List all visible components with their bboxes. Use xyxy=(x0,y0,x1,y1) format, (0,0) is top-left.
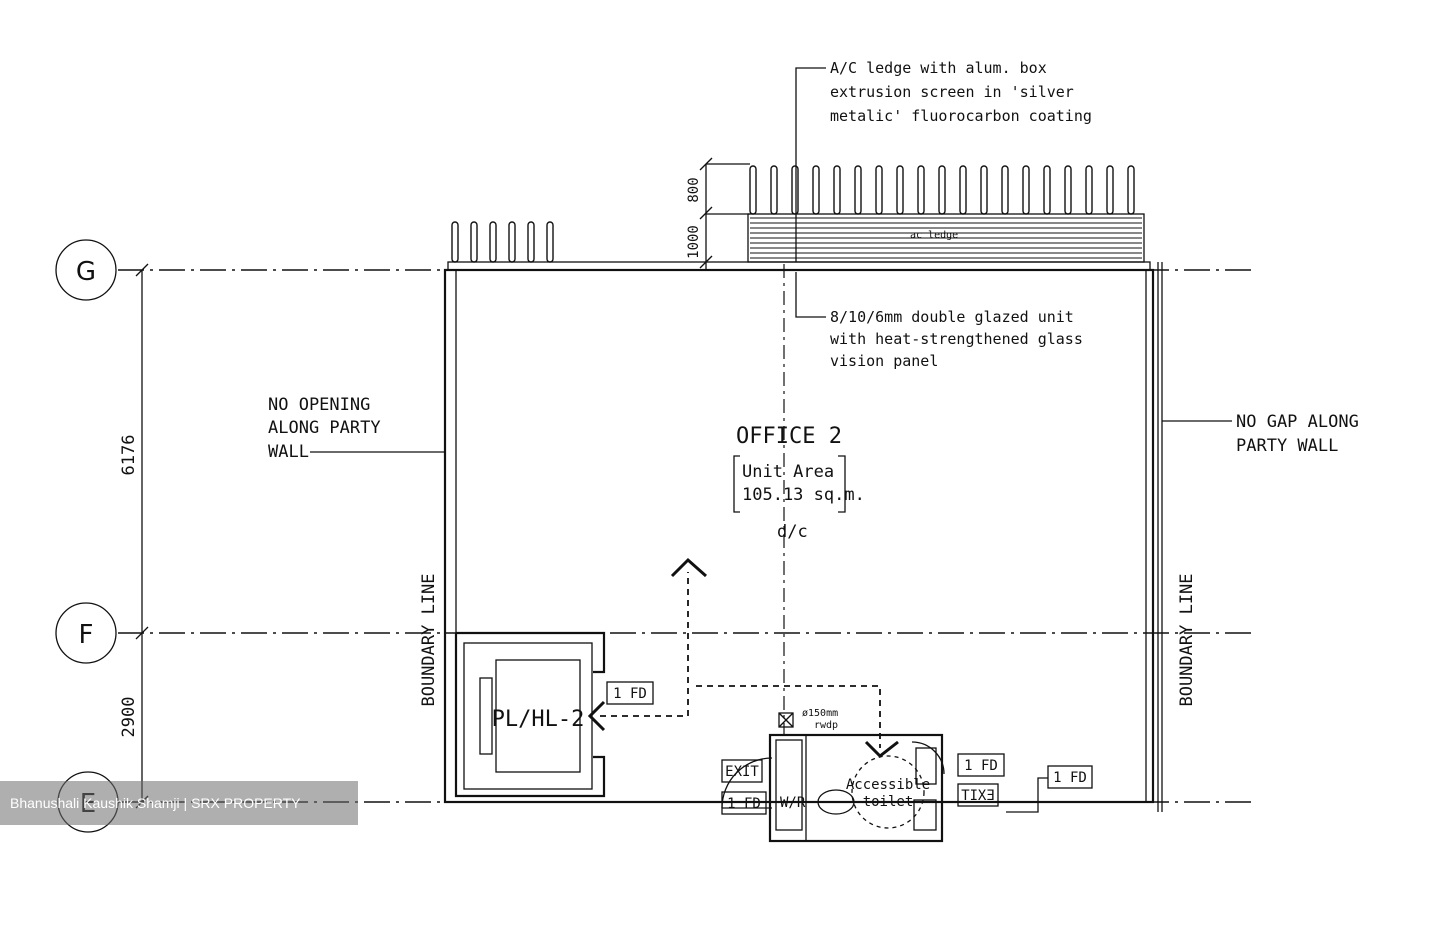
svg-text:F: F xyxy=(79,620,94,650)
svg-text:EXIT: EXIT xyxy=(961,788,995,804)
exit-sign-2: EXIT xyxy=(957,783,999,807)
svg-text:W/R: W/R xyxy=(780,795,806,811)
boundary-label-right: BOUNDARY LINE xyxy=(1177,573,1197,706)
svg-text:1 FD: 1 FD xyxy=(613,686,647,702)
fd-tag-1: 1 FD xyxy=(606,681,654,705)
dimension-vertical: 6176 2900 xyxy=(119,263,149,809)
svg-text:G: G xyxy=(76,257,96,287)
svg-text:vision panel: vision panel xyxy=(830,352,938,370)
toilet-block: Accessible toilet ø150mm rwdp W/R xyxy=(721,708,945,843)
grid-lines xyxy=(118,269,1255,803)
ceiling-mark: d/c xyxy=(777,522,808,542)
svg-text:NO GAP ALONG: NO GAP ALONG xyxy=(1236,412,1359,432)
escape-route xyxy=(587,557,899,758)
fd-tag-2: 1 FD xyxy=(721,791,767,815)
ledge-dimensions: 800 1000 xyxy=(686,157,750,270)
dimension-6176: 6176 xyxy=(119,435,139,476)
boundary-label-left: BOUNDARY LINE xyxy=(419,573,439,706)
watermark: Bhanushali Kaushik Shamji | SRX PROPERTY xyxy=(0,781,358,825)
svg-text:rwdp: rwdp xyxy=(814,720,838,731)
svg-text:ø150mm: ø150mm xyxy=(802,708,838,719)
note-glazing: 8/10/6mm double glazed unit with heat-st… xyxy=(795,272,1083,370)
svg-text:extrusion screen in 'silver: extrusion screen in 'silver xyxy=(830,83,1074,101)
area-label: Unit Area xyxy=(742,462,834,482)
toilet-label: Accessible xyxy=(846,777,930,793)
svg-text:ac ledge: ac ledge xyxy=(910,230,958,241)
svg-text:WALL: WALL xyxy=(268,442,309,462)
svg-text:A/C ledge with alum. box: A/C ledge with alum. box xyxy=(830,59,1047,77)
note-ac-ledge: A/C ledge with alum. box extrusion scree… xyxy=(795,59,1092,262)
grid-bubble-f: F xyxy=(55,602,117,664)
lift-label: PL/HL-2 xyxy=(492,707,585,732)
svg-text:with heat-strengthened glass: with heat-strengthened glass xyxy=(830,330,1083,348)
svg-text:1 FD: 1 FD xyxy=(1053,770,1087,786)
fd-tag-3: 1 FD xyxy=(957,753,1005,777)
svg-text:PARTY WALL: PARTY WALL xyxy=(1236,436,1338,456)
svg-text:toilet: toilet xyxy=(863,794,914,810)
area-value: 105.13 sq.m. xyxy=(742,485,865,505)
svg-text:metalic' fluorocarbon coating: metalic' fluorocarbon coating xyxy=(830,107,1092,125)
svg-text:8/10/6mm double glazed unit: 8/10/6mm double glazed unit xyxy=(830,308,1074,326)
note-no-gap: NO GAP ALONG PARTY WALL xyxy=(1162,412,1359,456)
grid-bubble-g: G xyxy=(55,239,117,301)
room-label: OFFICE 2 Unit Area 105.13 sq.m. d/c xyxy=(733,424,865,542)
svg-text:EXIT: EXIT xyxy=(725,764,759,780)
office-walls xyxy=(443,262,1163,812)
room-name: OFFICE 2 xyxy=(736,424,842,449)
dimension-2900: 2900 xyxy=(119,697,139,738)
fd-tag-4: 1 FD xyxy=(1006,765,1093,813)
exit-sign-1: EXIT xyxy=(721,759,763,783)
svg-text:800: 800 xyxy=(686,177,702,202)
svg-text:NO OPENING: NO OPENING xyxy=(268,395,370,415)
note-no-opening: NO OPENING ALONG PARTY WALL xyxy=(268,395,445,462)
lift-core: PL/HL-2 xyxy=(454,631,606,798)
ac-ledge: ac ledge xyxy=(447,165,1151,271)
svg-text:1 FD: 1 FD xyxy=(727,796,761,812)
svg-text:1 FD: 1 FD xyxy=(964,758,998,774)
svg-text:1000: 1000 xyxy=(686,225,702,259)
svg-text:ALONG PARTY: ALONG PARTY xyxy=(268,418,381,438)
